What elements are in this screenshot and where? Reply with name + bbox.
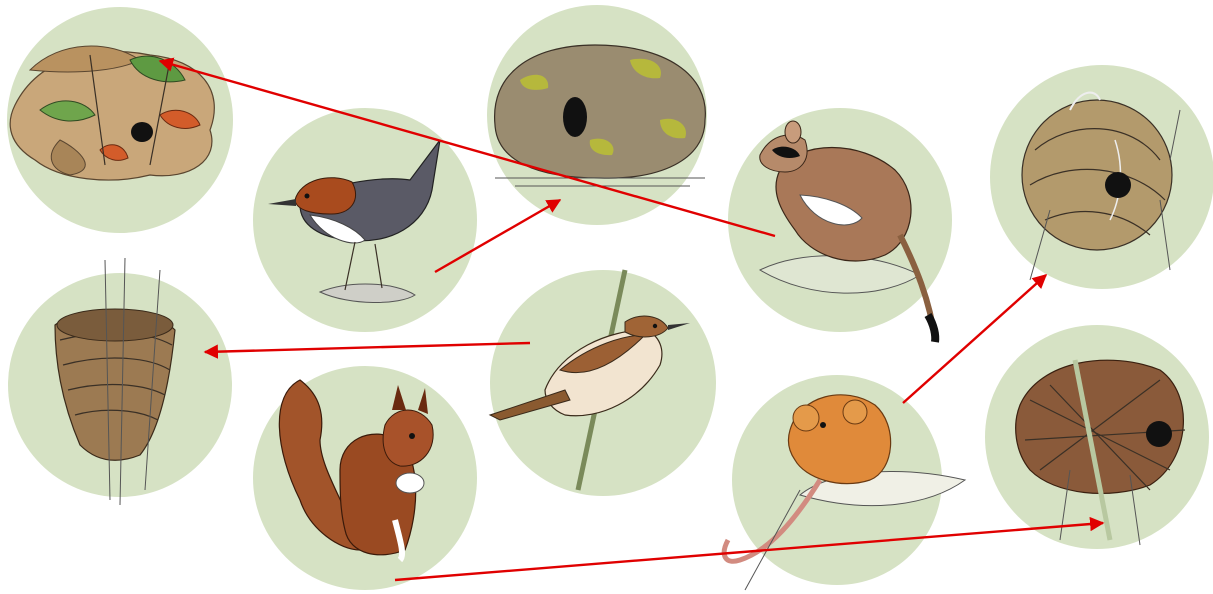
hazel-dormouse-icon	[724, 375, 965, 590]
garden-dormouse-icon	[728, 108, 952, 342]
moss-dome-nest-icon	[487, 5, 707, 225]
leaf-nest-icon	[7, 7, 233, 233]
red-squirrel-icon	[253, 366, 477, 590]
reed-warbler-bird-icon	[490, 270, 716, 496]
woven-cup-nest-icon	[8, 258, 232, 505]
round-grass-nest-icon	[990, 65, 1213, 289]
twig-drey-nest-icon	[985, 325, 1209, 549]
arrow-reed-warbler-to-woven-cup-nest	[205, 343, 530, 352]
